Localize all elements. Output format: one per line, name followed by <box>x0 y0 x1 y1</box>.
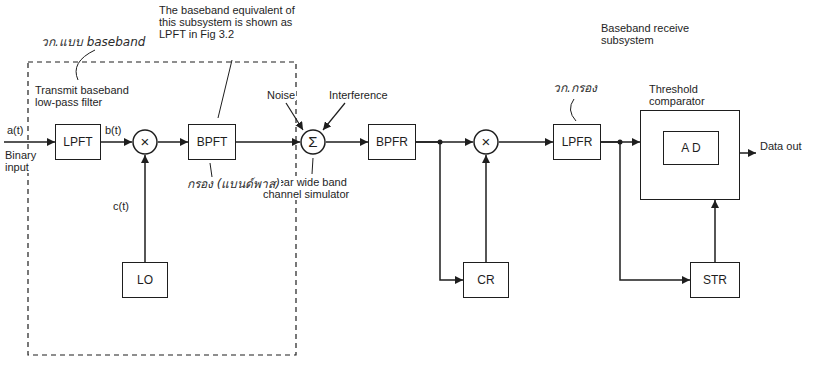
input-label: Interference <box>328 89 389 101</box>
leader-line <box>218 60 232 118</box>
decision-box: A D <box>663 131 719 165</box>
mixer-circle: × <box>473 129 499 155</box>
signal-name: c(t) <box>112 200 130 212</box>
block-label: LPFR <box>562 135 593 149</box>
oscillator-box: LO <box>122 262 168 298</box>
signal-wire <box>158 141 188 143</box>
signal-wire <box>326 141 368 143</box>
circle-outline <box>301 130 325 154</box>
recovery-box: CR <box>463 262 509 298</box>
handwritten-note: วก.กรอง <box>552 82 598 94</box>
handwritten-note: กรอง (แบนด์พาส) <box>186 178 281 190</box>
filter-box: LPFT <box>55 124 101 160</box>
interference-input-line <box>323 103 345 130</box>
output-label: Data out <box>759 140 803 152</box>
comparator-box: Threshold comparatorA D <box>640 110 740 200</box>
leader-line <box>570 99 576 121</box>
block-label: BPFT <box>197 135 228 149</box>
filter-box: LPFR <box>553 124 601 160</box>
block-label: Transmit baseband low-pass filter <box>34 84 136 108</box>
output-wire <box>740 152 756 154</box>
signal-wire <box>101 141 132 143</box>
signal-wire <box>714 200 716 262</box>
input-wire <box>4 141 55 143</box>
signal-wire <box>499 141 553 143</box>
note-text: The baseband equivalent of this subsyste… <box>158 4 312 40</box>
leader-line <box>312 158 313 174</box>
input-label: Noise <box>266 89 296 101</box>
signal-name: a(t) <box>6 124 25 136</box>
noise-input-line <box>286 103 303 130</box>
block-label: Σ <box>308 135 317 149</box>
signal-wire <box>144 155 146 262</box>
block-heading: Threshold comparator <box>649 83 739 107</box>
circle-outline <box>133 130 157 154</box>
input-label: Binary input <box>4 149 46 173</box>
filter-box: BPFR <box>368 124 416 160</box>
subsystem-boundary <box>28 62 296 355</box>
signal-name: b(t) <box>104 124 123 136</box>
block-label: Baseband receive subsystem <box>600 22 722 46</box>
block-label: × <box>141 135 150 149</box>
timing-box: STR <box>690 262 740 298</box>
summer-circle: Σ <box>300 129 326 155</box>
circle-outline <box>474 130 498 154</box>
block-label: × <box>482 135 491 149</box>
block-label: LPFT <box>63 135 92 149</box>
block-label: BPFR <box>376 135 408 149</box>
handwritten-note: วก.แบบ baseband <box>40 36 146 48</box>
block-label: A D <box>681 141 700 155</box>
leader-line <box>76 50 95 80</box>
block-label: CR <box>477 273 494 287</box>
mixer-circle: × <box>132 129 158 155</box>
block-label: STR <box>703 273 727 287</box>
leader-line <box>210 163 212 177</box>
signal-wire <box>236 141 300 143</box>
block-label: LO <box>137 273 153 287</box>
filter-box: BPFT <box>188 124 236 160</box>
signal-wire <box>485 155 487 262</box>
signal-wire <box>416 142 463 280</box>
